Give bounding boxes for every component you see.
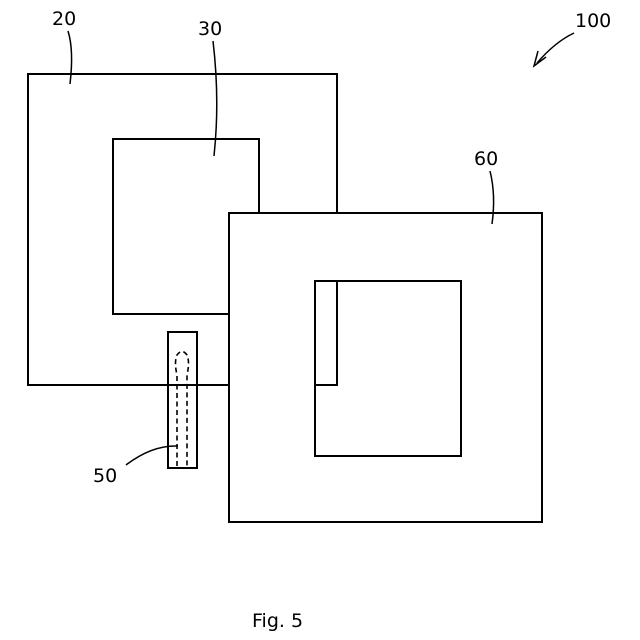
- label-20: 20: [52, 8, 76, 30]
- leader-20: [68, 31, 72, 84]
- label-60: 60: [474, 148, 498, 170]
- label-50: 50: [93, 465, 117, 487]
- frame-60-outline: [229, 213, 542, 522]
- frame-20-inner-edge: [315, 281, 337, 385]
- leader-50: [126, 446, 178, 465]
- connector-50: [168, 332, 197, 468]
- label-100: 100: [575, 10, 611, 32]
- leader-100: [537, 33, 574, 63]
- frame-20-outline: [28, 74, 337, 385]
- window-30-outline: [113, 139, 259, 314]
- connector-50-dashed-path: [176, 352, 189, 467]
- label-30: 30: [198, 18, 222, 40]
- leader-60: [490, 171, 494, 224]
- figure-caption: Fig. 5: [252, 610, 303, 632]
